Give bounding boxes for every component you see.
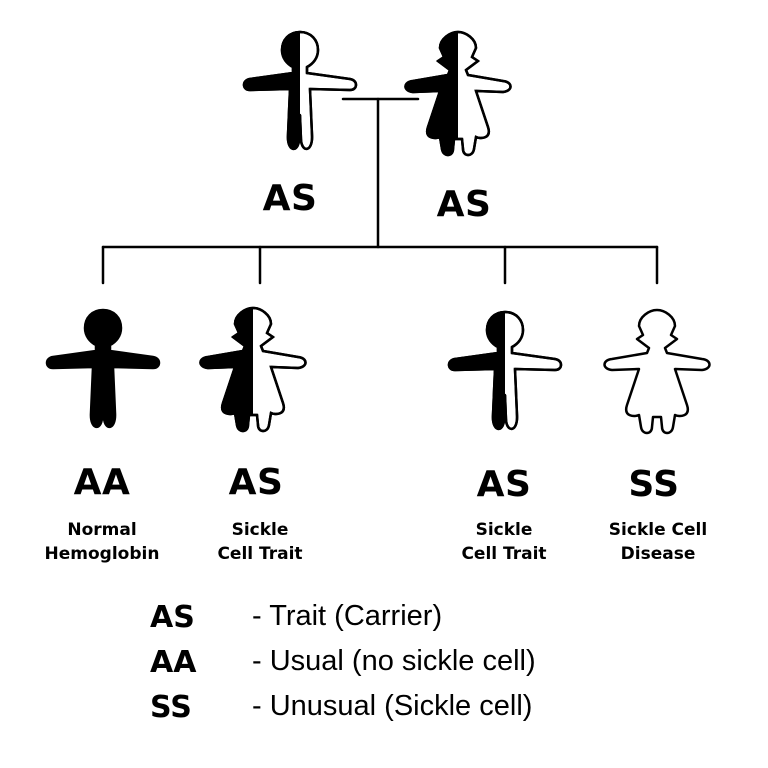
child-figure-3 [447, 310, 563, 431]
child-genotype-2: AS [228, 462, 284, 503]
legend-text: - Unusual (Sickle cell) [252, 690, 533, 722]
child-genotype-4: SS [628, 464, 680, 505]
child-description-2: Sickle Cell Trait [217, 520, 303, 564]
child-genotype-1: AA [73, 462, 131, 503]
child-description-4: Sickle Cell Disease [608, 520, 708, 564]
parent-figure-father [242, 30, 358, 151]
legend-code: AA [150, 645, 197, 680]
pedigree-lines [101, 97, 659, 285]
child-figure-2 [199, 306, 307, 433]
legend-code: SS [150, 690, 192, 725]
child-description-3: Sickle Cell Trait [461, 520, 547, 564]
legend-text: - Trait (Carrier) [252, 600, 443, 632]
child-genotype-3: AS [476, 464, 532, 505]
child-description-1: Normal Hemoglobin [44, 520, 160, 564]
legend-row: SS - Unusual (Sickle cell) [0, 690, 768, 730]
legend-code: AS [150, 600, 195, 635]
legend-text: - Usual (no sickle cell) [252, 645, 536, 677]
parent-genotype-mother: AS [436, 184, 492, 225]
child-figure-4 [603, 308, 711, 435]
parent-figure-mother [404, 30, 512, 157]
child-figure-1 [45, 308, 161, 429]
legend-row: AA - Usual (no sickle cell) [0, 645, 768, 685]
parent-genotype-father: AS [262, 178, 318, 219]
legend-row: AS - Trait (Carrier) [0, 600, 768, 640]
